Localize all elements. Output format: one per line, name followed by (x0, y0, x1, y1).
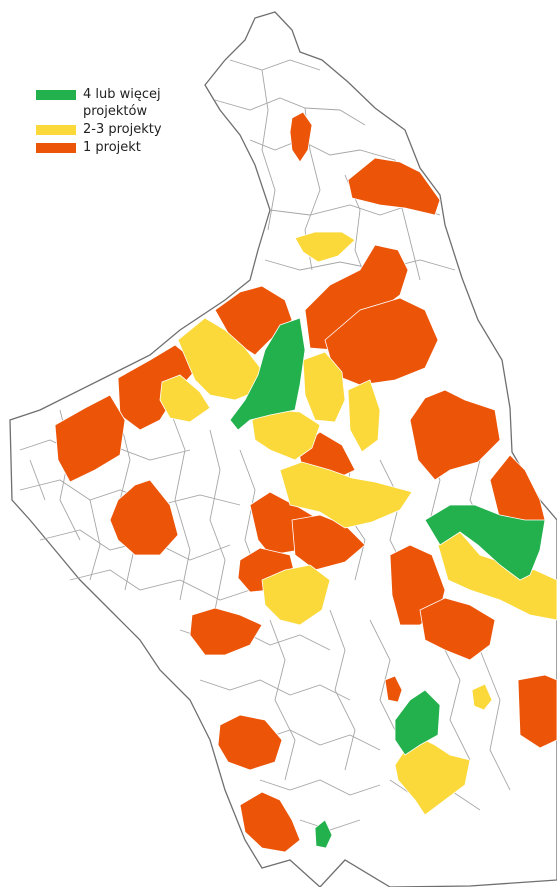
district-2-3-projekty (159, 374, 211, 423)
district-1-projekt (409, 389, 501, 481)
legend-item-green: 4 lub więcej projektów (36, 86, 193, 120)
district-1-projekt (54, 394, 126, 483)
district-4-lub-wiecej (314, 819, 333, 849)
legend-swatch-yellow (36, 125, 76, 135)
legend-label: 4 lub więcej projektów (83, 87, 161, 119)
legend-swatch-green (36, 90, 76, 100)
district-4-lub-wiecej (229, 317, 306, 431)
funded-districts (54, 111, 557, 853)
district-2-3-projekty (437, 531, 557, 621)
district-1-projekt (384, 675, 403, 703)
legend: 4 lub więcej projektów 2-3 projekty 1 pr… (36, 86, 193, 157)
legend-label: 2-3 projekty (83, 122, 162, 137)
legend-item-yellow: 2-3 projekty (36, 121, 193, 138)
district-1-projekt (517, 674, 557, 749)
district-1-projekt (291, 514, 366, 571)
district-2-3-projekty (347, 379, 381, 453)
district-1-projekt (419, 597, 496, 661)
district-1-projekt (189, 607, 263, 656)
district-1-projekt (109, 479, 179, 556)
district-4-lub-wiecej (394, 689, 441, 756)
district-2-3-projekty (279, 461, 413, 529)
district-2-3-projekty (261, 564, 331, 626)
legend-item-orange: 1 projekt (36, 139, 193, 156)
district-2-3-projekty (294, 231, 356, 263)
district-2-3-projekty (302, 351, 346, 423)
district-2-3-projekty (471, 683, 493, 711)
district-1-projekt (347, 157, 441, 216)
district-1-projekt (324, 297, 439, 386)
district-1-projekt (217, 714, 283, 771)
district-1-projekt (239, 791, 301, 853)
legend-swatch-orange (36, 143, 76, 153)
district-1-projekt (289, 111, 313, 163)
district-2-3-projekty (394, 734, 471, 816)
legend-label: 1 projekt (83, 140, 141, 155)
district-4-lub-wiecej (424, 504, 546, 581)
